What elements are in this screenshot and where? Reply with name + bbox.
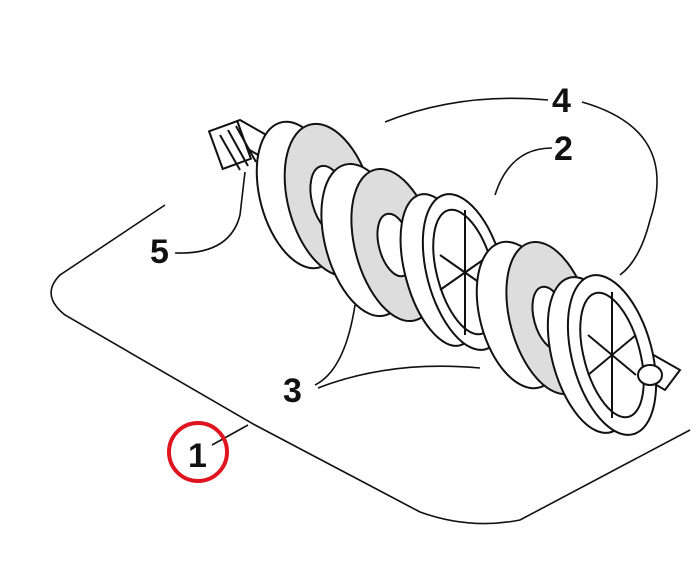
- leader-1: [211, 424, 249, 446]
- callout-2: 2: [554, 130, 573, 168]
- callout-4: 4: [552, 82, 571, 120]
- leader-3b: [317, 365, 481, 389]
- leader-3a: [314, 304, 356, 386]
- leader-4: [384, 97, 549, 123]
- callout-1: 1: [188, 437, 207, 475]
- highlight-circle: [167, 421, 229, 483]
- assembly-bracket-line: [50, 204, 691, 525]
- leader-2: [494, 147, 553, 196]
- callout-3: 3: [283, 372, 302, 410]
- callout-5: 5: [150, 233, 169, 271]
- end-wheel: [546, 274, 663, 436]
- leader-5: [174, 171, 246, 254]
- leader-4b: [581, 101, 658, 276]
